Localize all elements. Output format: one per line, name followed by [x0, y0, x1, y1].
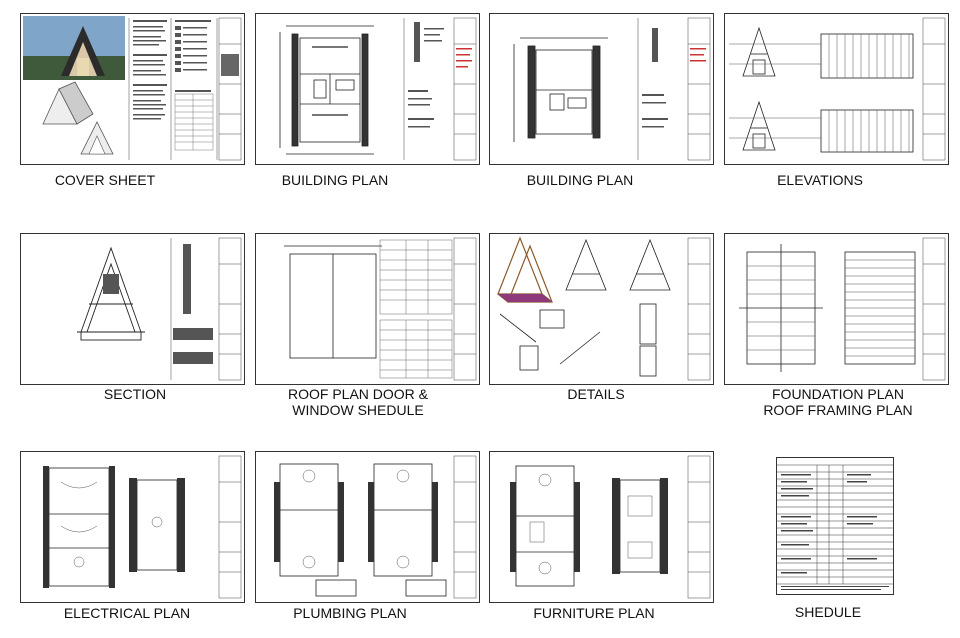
- schedule-table-drawing: [777, 464, 893, 590]
- elevations-drawing: [729, 17, 946, 161]
- electrical-plan-thumbnail[interactable]: [20, 451, 245, 603]
- caption-roof-plan: ROOF PLAN DOOR & WINDOW SHEDULE: [287, 386, 429, 418]
- schedule-table-thumbnail[interactable]: [776, 457, 894, 595]
- section-thumbnail[interactable]: [20, 233, 245, 385]
- caption-cover-sheet: COVER SHEET: [54, 172, 156, 188]
- section-drawing: [77, 237, 242, 381]
- foundation-roof-framing-thumbnail[interactable]: [724, 233, 949, 385]
- caption-section: SECTION: [103, 386, 167, 402]
- plumbing-plan-thumbnail[interactable]: [255, 451, 480, 603]
- caption-electrical: ELECTRICAL PLAN: [63, 605, 191, 621]
- building-plan-2-thumbnail[interactable]: [489, 13, 714, 165]
- caption-foundation: FOUNDATION PLAN ROOF FRAMING PLAN: [763, 386, 913, 418]
- roof-plan-door-window-schedule-thumbnail[interactable]: [255, 233, 480, 385]
- building-plan-2-drawing: [513, 17, 711, 161]
- electrical-plan-drawing: [43, 455, 242, 599]
- caption-furniture: FURNITURE PLAN: [533, 605, 655, 621]
- details-thumbnail[interactable]: [489, 233, 714, 385]
- details-drawing: [497, 236, 711, 381]
- cover-sheet-thumbnail[interactable]: [20, 13, 245, 165]
- caption-details: DETAILS: [567, 386, 625, 402]
- plumbing-plan-drawing: [274, 455, 477, 599]
- caption-elevations: ELEVATIONS: [777, 172, 863, 188]
- elevations-thumbnail[interactable]: [724, 13, 949, 165]
- roof-plan-drawing: [284, 237, 477, 381]
- caption-building-plan-1: BUILDING PLAN: [281, 172, 389, 188]
- caption-building-plan-2: BUILDING PLAN: [526, 172, 634, 188]
- cover-sheet-drawing: [23, 16, 242, 161]
- building-plan-1-thumbnail[interactable]: [255, 13, 480, 165]
- furniture-plan-thumbnail[interactable]: [489, 451, 714, 603]
- furniture-plan-drawing: [510, 455, 711, 599]
- caption-schedule: SHEDULE: [794, 604, 862, 620]
- caption-plumbing: PLUMBING PLAN: [293, 605, 407, 621]
- building-plan-1-drawing: [279, 17, 477, 161]
- foundation-plan-drawing: [739, 237, 946, 381]
